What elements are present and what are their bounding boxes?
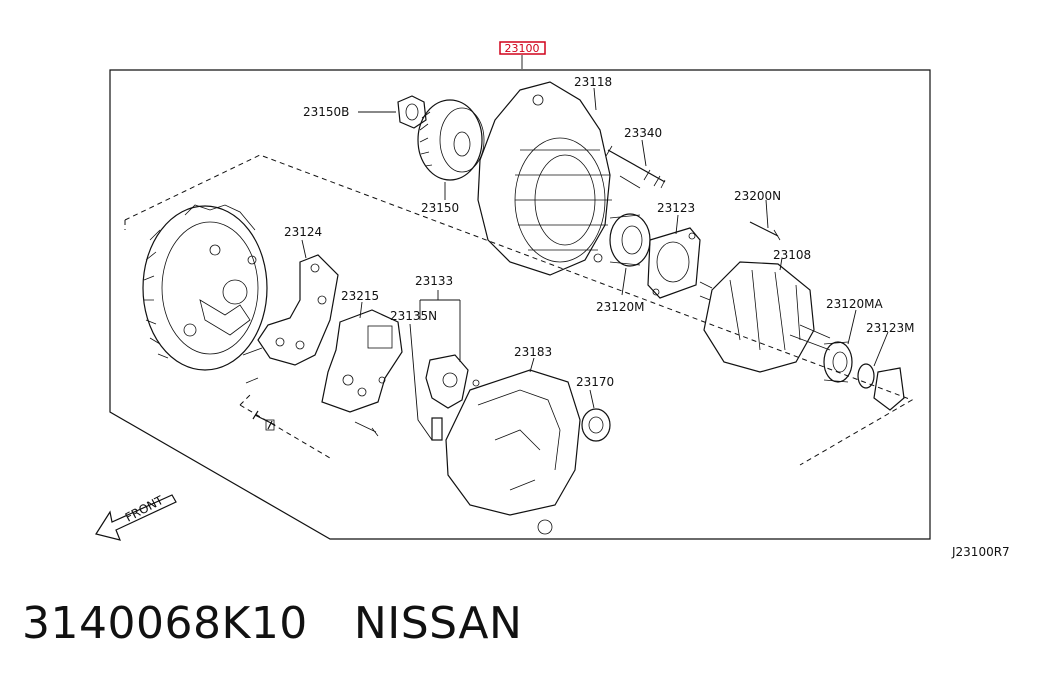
- callout-23108[interactable]: 23108: [773, 248, 811, 262]
- callout-23118[interactable]: 23118: [574, 75, 612, 89]
- callout-23340[interactable]: 23340: [624, 126, 662, 140]
- regulator-23215[interactable]: [321, 309, 403, 437]
- pulley-nut-23150B[interactable]: [397, 95, 427, 129]
- bolt-lower-left[interactable]: [252, 410, 276, 431]
- screw-23200N[interactable]: [749, 221, 781, 241]
- callout-23123[interactable]: 23123: [657, 201, 695, 215]
- front-housing-stator-23118[interactable]: [477, 81, 612, 276]
- bushing-23170[interactable]: [581, 408, 611, 442]
- callout-23183[interactable]: 23183: [514, 345, 552, 359]
- front-arrow: FRONT: [95, 493, 177, 541]
- callout-23124[interactable]: 23124: [284, 225, 322, 239]
- rotor-23108[interactable]: [699, 261, 831, 373]
- callout-23150B[interactable]: 23150B: [303, 105, 349, 119]
- caption: 3140068K10 NISSAN: [22, 598, 522, 649]
- assembly-callout[interactable]: 23100: [499, 41, 546, 55]
- callout-23120MA[interactable]: 23120MA: [826, 297, 884, 311]
- brand-name: NISSAN: [353, 598, 523, 649]
- figure-code: J23100R7: [951, 545, 1010, 559]
- rectifier-23124[interactable]: [242, 254, 339, 384]
- retainer-23123M[interactable]: [857, 363, 905, 411]
- callout-23215[interactable]: 23215: [341, 289, 379, 303]
- exploded-parts-diagram: 23100 FRONT 23124: [95, 41, 1010, 559]
- front-bearing-23120M[interactable]: [609, 213, 651, 267]
- pulley-23150[interactable]: [417, 99, 485, 181]
- rear-cover-23183[interactable]: [445, 369, 581, 535]
- callout-23133[interactable]: 23133: [415, 274, 453, 288]
- callout-23170[interactable]: 23170: [576, 375, 614, 389]
- exploded-guide-dashed: [124, 154, 914, 466]
- rear-housing[interactable]: [142, 204, 268, 371]
- brush-holder-23133[interactable]: [425, 354, 480, 409]
- callout-23120M[interactable]: 23120M: [596, 300, 645, 314]
- rear-bearing-23120MA[interactable]: [823, 341, 853, 383]
- brush-spring-23135N[interactable]: [431, 417, 443, 441]
- callout-23123M[interactable]: 23123M: [866, 321, 915, 335]
- front-label: FRONT: [123, 493, 166, 525]
- retainer-plate-23123[interactable]: [647, 227, 701, 299]
- callout-23150[interactable]: 23150: [421, 201, 459, 215]
- part-number: 3140068K10: [22, 598, 308, 649]
- assembly-code-label: 23100: [505, 42, 540, 55]
- callout-23135N[interactable]: 23135N: [390, 309, 437, 323]
- callout-23200N[interactable]: 23200N: [734, 189, 781, 203]
- assembly-frame: [109, 69, 931, 540]
- through-bolt-23340[interactable]: [605, 145, 666, 189]
